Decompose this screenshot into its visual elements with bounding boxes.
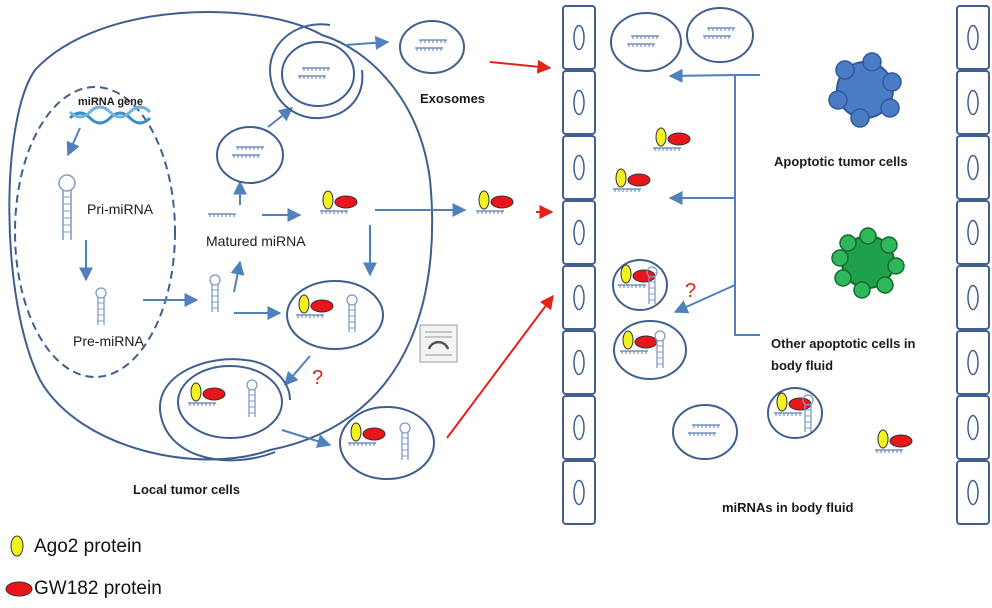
vessel-left-cell (562, 5, 596, 70)
vessel-right-cell-nucleus (967, 349, 979, 376)
vessel-left-cell-nucleus (573, 154, 585, 181)
other-apoptotic-cell (831, 227, 905, 299)
label-apoptotic-tumor-cells: Apoptotic tumor cells (774, 154, 908, 169)
vessel-right-cell-nucleus (967, 154, 979, 181)
vessel-left-cell-nucleus (573, 284, 585, 311)
label-mirnas-in-body-fluid: miRNAs in body fluid (722, 500, 854, 515)
question-mark-fluid: ? (685, 280, 697, 302)
vessel-left-cell (562, 395, 596, 460)
secreting-vesicle (281, 41, 355, 107)
vessel-right-cell-nucleus (967, 219, 979, 246)
legend-ago2: Ago2 protein (8, 532, 142, 562)
nucleus (14, 86, 176, 378)
vessel-left-cell-nucleus (573, 349, 585, 376)
vessel-right-cell-nucleus (967, 479, 979, 506)
fluid-exosome-2 (686, 7, 754, 63)
vessel-right-cell (956, 460, 990, 525)
dna-helix (68, 105, 152, 125)
budding-body (177, 365, 283, 439)
vessel-left-cell-nucleus (573, 219, 585, 246)
arrow-to-exosomes (344, 35, 390, 50)
secreting-vesicle-membrane (268, 23, 364, 120)
pre-mirna-hairpin (95, 287, 107, 326)
document-icon (419, 324, 458, 363)
label-local-tumor-cells: Local tumor cells (133, 482, 240, 497)
free-complex (476, 191, 513, 214)
red-arrow-body (446, 294, 554, 439)
vessel-left-cell (562, 200, 596, 265)
arrow-budding-out (281, 429, 332, 448)
arrow-gene-to-pri (66, 127, 81, 157)
arrow-body-down (284, 355, 311, 387)
vessel-right-cell-nucleus (967, 284, 979, 311)
mvb-vesicle (216, 126, 284, 184)
vessel-left-cell-nucleus (573, 89, 585, 116)
vessel-left-cell (562, 135, 596, 200)
vessel-left-cell-nucleus (573, 414, 585, 441)
vessel-wall-left (562, 5, 596, 525)
fluid-complex-2 (613, 169, 650, 192)
label-other-apoptotic-line2: body fluid (771, 358, 834, 373)
legend-gw182-symbol (5, 581, 33, 597)
matured-mirna (207, 213, 237, 218)
vessel-right-cell (956, 70, 990, 135)
legend-ago2-label: Ago2 protein (34, 536, 142, 557)
vessel-right-cell (956, 330, 990, 395)
budding-membrane (158, 358, 291, 462)
released-body (339, 406, 435, 480)
label-pre-mirna: Pre-miRNA (73, 333, 144, 349)
vessel-left-cell (562, 70, 596, 135)
vessel-right-cell-nucleus (967, 24, 979, 51)
vessel-wall-right (956, 5, 990, 525)
fluid-exosome-1 (610, 12, 682, 72)
tumor-cell-membrane (8, 11, 434, 461)
vessel-right-cell-nucleus (967, 414, 979, 441)
legend: Ago2 protein GW182 protein (0, 528, 300, 608)
vessel-right-cell (956, 395, 990, 460)
vessel-left-cell (562, 265, 596, 330)
legend-gw182-label: GW182 protein (34, 578, 162, 599)
fluid-exosome-3 (672, 404, 738, 460)
exosome (399, 20, 465, 74)
fluid-apoptotic-1 (612, 259, 668, 311)
legend-gw182: GW182 protein (8, 574, 162, 604)
vessel-left-cell (562, 330, 596, 395)
arrow-exosome-to-vessel (489, 59, 552, 74)
fluid-apoptotic-2 (613, 320, 687, 380)
arrow-to-secreting (267, 107, 294, 128)
fluid-complex-3 (875, 430, 912, 453)
apoptotic-tumor-cell (828, 52, 902, 128)
fluid-complex-1 (653, 128, 690, 151)
apoptotic-body (286, 280, 384, 350)
question-mark-cell: ? (312, 367, 324, 389)
vessel-right-cell (956, 135, 990, 200)
source-bracket (668, 68, 760, 336)
cyto-pre-mirna (209, 274, 221, 313)
vessel-left-cell (562, 460, 596, 525)
arrow-to-matured (230, 260, 245, 293)
vessel-left-cell-nucleus (573, 479, 585, 506)
pri-mirna-hairpin (58, 174, 76, 240)
vessel-left-cell-nucleus (573, 24, 585, 51)
legend-ago2-symbol (10, 535, 24, 557)
label-other-apoptotic-line1: Other apoptotic cells in (771, 336, 916, 351)
vessel-right-cell (956, 265, 990, 330)
label-pri-mirna: Pri-miRNA (87, 201, 154, 217)
label-mirna-gene: miRNA gene (78, 96, 143, 108)
fluid-apoptotic-3 (767, 387, 823, 439)
vessel-right-cell (956, 5, 990, 70)
vessel-right-cell-nucleus (967, 89, 979, 116)
vessel-right-cell (956, 200, 990, 265)
ago2-gw182-complex (320, 191, 357, 214)
label-exosomes: Exosomes (420, 91, 486, 106)
label-matured-mirna: Matured miRNA (206, 233, 306, 249)
